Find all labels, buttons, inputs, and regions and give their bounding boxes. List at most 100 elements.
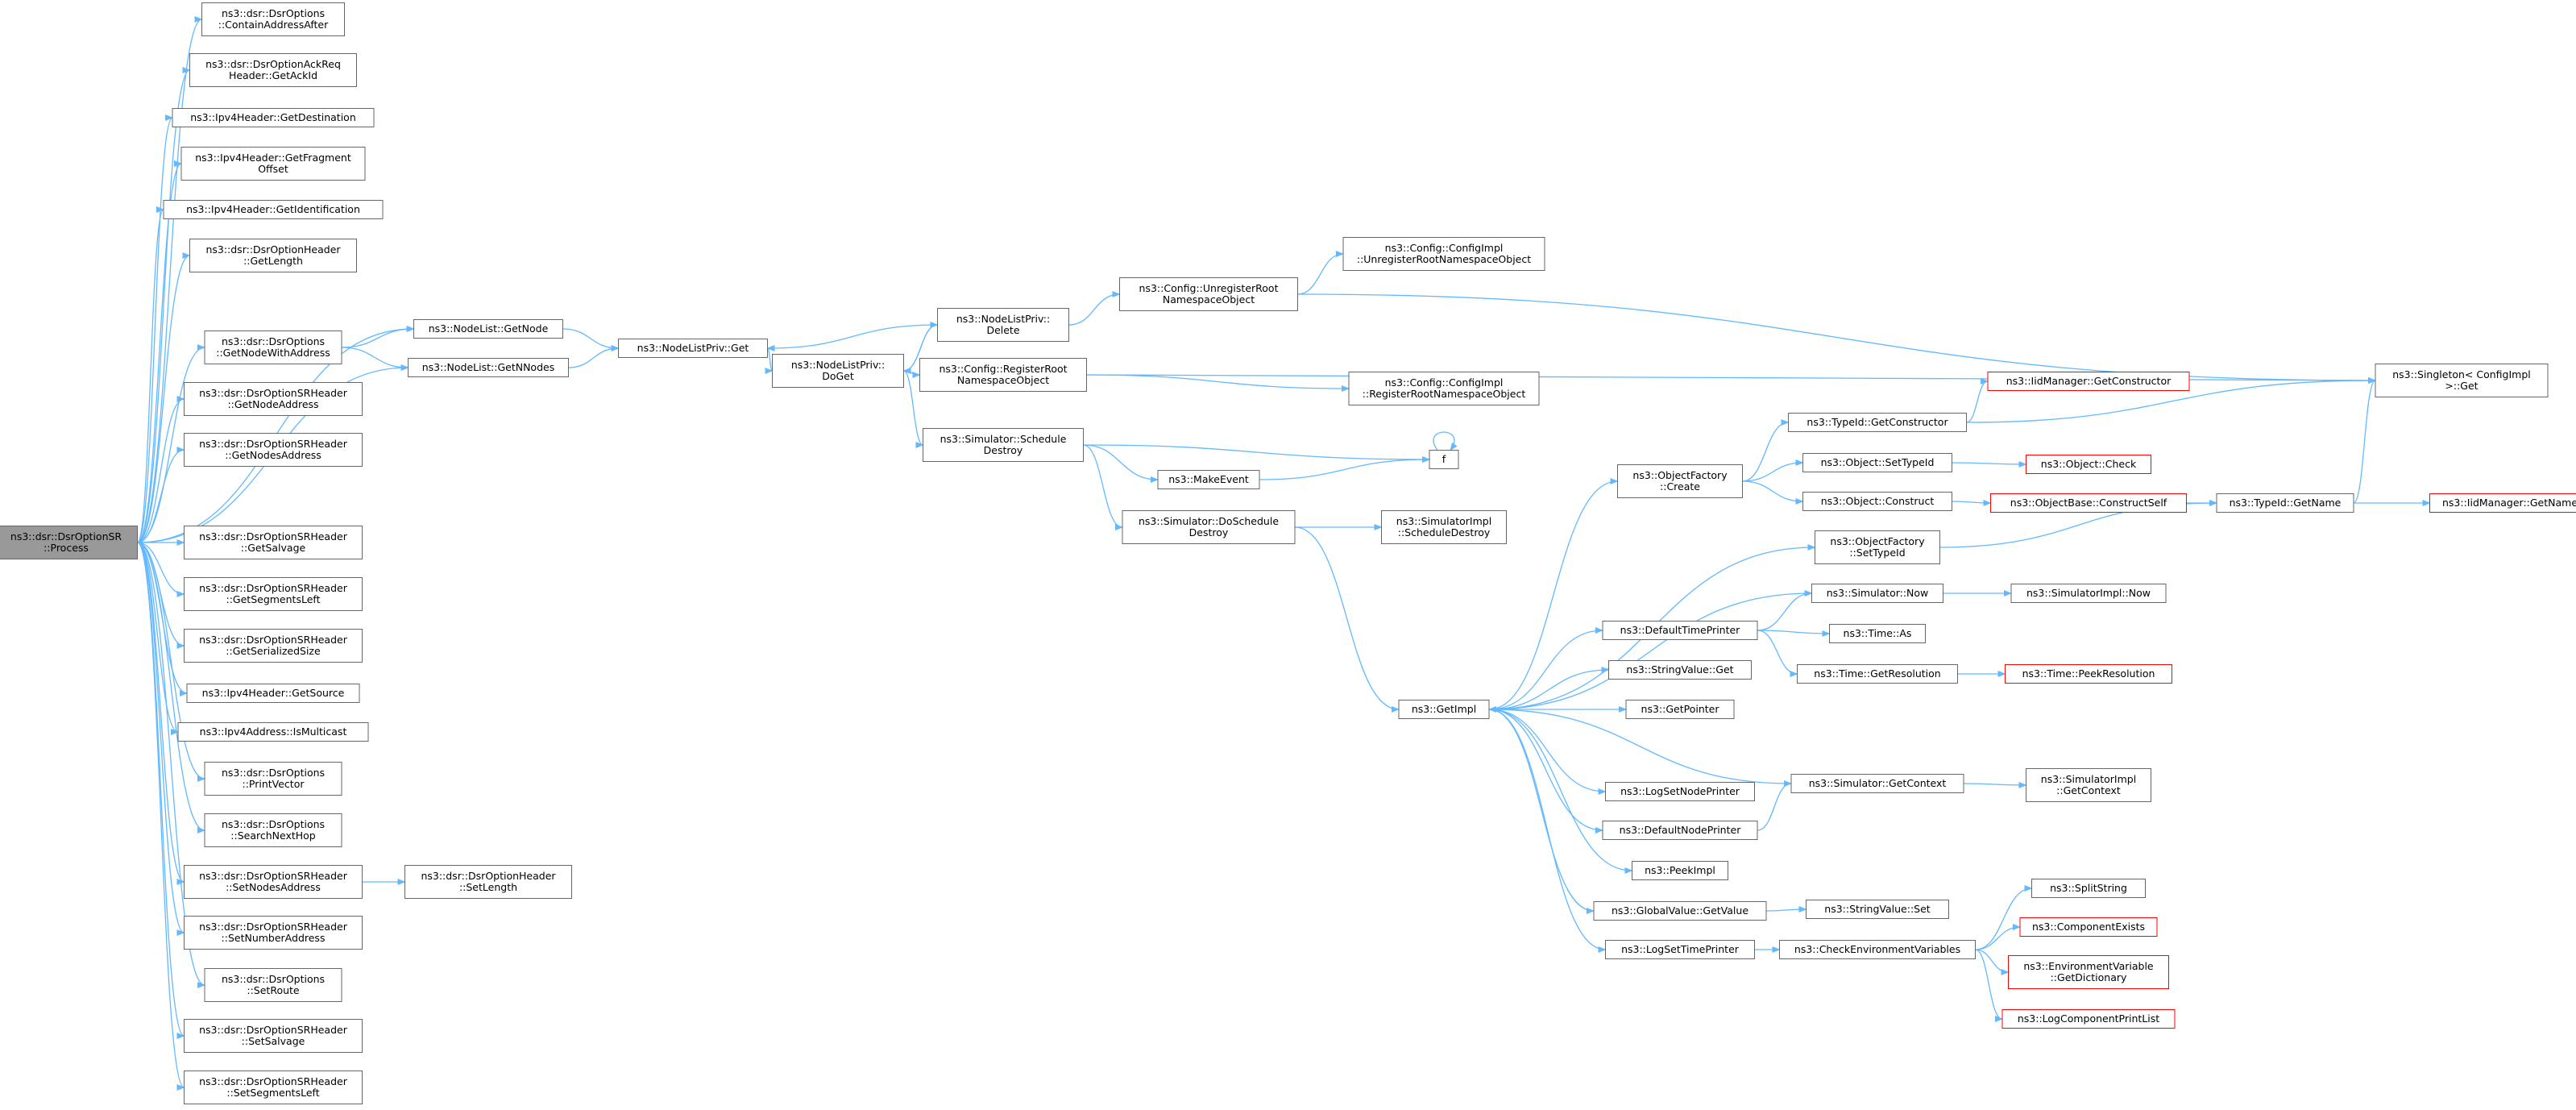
node-box[interactable] <box>177 722 369 742</box>
node-checkEnvironmentVariables[interactable]: ns3::CheckEnvironmentVariables <box>1779 940 1976 959</box>
node-box[interactable] <box>1811 584 1943 603</box>
node-box[interactable] <box>163 200 384 219</box>
node-objectFactorySetTypeId[interactable]: ns3::ObjectFactory::SetTypeId <box>1815 530 1940 564</box>
node-isMulticast[interactable]: ns3::Ipv4Address::IsMulticast <box>177 722 369 742</box>
node-iidManagerGetConstructor[interactable]: ns3::IidManager::GetConstructor <box>1987 372 2190 391</box>
node-box[interactable] <box>180 147 366 181</box>
node-box[interactable] <box>1348 372 1540 405</box>
node-box[interactable] <box>1398 700 1490 719</box>
node-getNodeWithAddress[interactable]: ns3::dsr::DsrOptions::GetNodeWithAddress <box>204 331 342 364</box>
node-box[interactable] <box>1790 774 1964 793</box>
node-simulatorNow[interactable]: ns3::Simulator::Now <box>1811 584 1943 603</box>
node-box[interactable] <box>189 53 357 87</box>
node-box[interactable] <box>1605 940 1755 959</box>
node-setNumberAddress[interactable]: ns3::dsr::DsrOptionSRHeader::SetNumberAd… <box>184 916 363 950</box>
node-setLength[interactable]: ns3::dsr::DsrOptionHeader::SetLength <box>404 865 572 899</box>
node-getNodeAddress[interactable]: ns3::dsr::DsrOptionSRHeader::GetNodeAddr… <box>184 382 363 416</box>
node-simulatorImplGetContext[interactable]: ns3::SimulatorImpl::GetContext <box>2026 768 2151 802</box>
node-box[interactable] <box>919 358 1087 392</box>
node-timePeekResolution[interactable]: ns3::Time::PeekResolution <box>2005 664 2172 684</box>
node-makeEvent[interactable]: ns3::MakeEvent <box>1157 470 1260 489</box>
node-box[interactable] <box>1829 624 1926 643</box>
node-box[interactable] <box>184 577 363 611</box>
node-logSetTimePrinter[interactable]: ns3::LogSetTimePrinter <box>1605 940 1755 959</box>
node-setRoute[interactable]: ns3::dsr::DsrOptions::SetRoute <box>204 968 342 1002</box>
node-box[interactable] <box>2375 364 2549 397</box>
node-box[interactable] <box>1815 530 1940 564</box>
node-box[interactable] <box>1157 470 1260 489</box>
node-getPointer[interactable]: ns3::GetPointer <box>1625 700 1735 719</box>
node-box[interactable] <box>189 239 357 272</box>
node-box[interactable] <box>184 526 363 559</box>
node-simulatorScheduleDestroy[interactable]: ns3::Simulator::ScheduleDestroy <box>923 428 1084 462</box>
node-box[interactable] <box>618 339 768 358</box>
node-simulatorImplNow[interactable]: ns3::SimulatorImpl::Now <box>2010 584 2167 603</box>
node-box[interactable] <box>1990 493 2187 513</box>
node-getNodesAddress[interactable]: ns3::dsr::DsrOptionSRHeader::GetNodesAdd… <box>184 433 363 467</box>
node-box[interactable] <box>204 762 342 796</box>
node-box[interactable] <box>2429 493 2576 513</box>
node-box[interactable] <box>2005 664 2172 684</box>
node-nodeListGetNode[interactable]: ns3::NodeList::GetNode <box>413 319 563 339</box>
node-singletonGet[interactable]: ns3::Singleton< ConfigImpl >::Get <box>2375 364 2549 397</box>
node-configRegisterRoot[interactable]: ns3::Config::RegisterRootNamespaceObject <box>919 358 1087 392</box>
node-box[interactable] <box>2031 879 2146 898</box>
node-box[interactable] <box>1625 700 1735 719</box>
node-setSegmentsLeft[interactable]: ns3::dsr::DsrOptionSRHeader::SetSegments… <box>184 1071 363 1104</box>
node-box[interactable] <box>1987 372 2190 391</box>
node-box[interactable] <box>1429 450 1459 469</box>
node-box[interactable] <box>404 865 572 899</box>
node-box[interactable] <box>204 968 342 1002</box>
node-iidManagerGetName[interactable]: ns3::IidManager::GetName <box>2429 493 2576 513</box>
node-box[interactable] <box>184 1071 363 1104</box>
node-defaultTimePrinter[interactable]: ns3::DefaultTimePrinter <box>1602 621 1758 640</box>
node-getIdentification[interactable]: ns3::Ipv4Header::GetIdentification <box>163 200 384 219</box>
node-environmentVariableGetDictionary[interactable]: ns3::EnvironmentVariable::GetDictionary <box>2008 955 2169 989</box>
node-box[interactable] <box>1632 861 1728 880</box>
node-getLength[interactable]: ns3::dsr::DsrOptionHeader::GetLength <box>189 239 357 272</box>
node-configImplUnregister[interactable]: ns3::Config::ConfigImpl::UnregisterRootN… <box>1342 237 1545 271</box>
node-box[interactable] <box>1779 940 1976 959</box>
node-printVector[interactable]: ns3::dsr::DsrOptions::PrintVector <box>204 762 342 796</box>
node-defaultNodePrinter[interactable]: ns3::DefaultNodePrinter <box>1602 821 1758 840</box>
node-box[interactable] <box>186 684 360 703</box>
node-timeGetResolution[interactable]: ns3::Time::GetResolution <box>1797 664 1958 684</box>
node-typeIdGetName[interactable]: ns3::TypeId::GetName <box>2216 493 2354 513</box>
node-nodeListPrivDoGet[interactable]: ns3::NodeListPriv::DoGet <box>772 354 904 388</box>
node-getImpl[interactable]: ns3::GetImpl <box>1398 700 1490 719</box>
node-box[interactable] <box>184 916 363 950</box>
node-logComponentPrintList[interactable]: ns3::LogComponentPrintList <box>2001 1009 2176 1029</box>
node-box[interactable] <box>1797 664 1958 684</box>
node-box[interactable] <box>1802 492 1952 511</box>
node-objectCheck[interactable]: ns3::Object::Check <box>2026 455 2151 474</box>
node-box[interactable] <box>1593 901 1767 921</box>
node-configImplRegister[interactable]: ns3::Config::ConfigImpl::RegisterRootNam… <box>1348 372 1540 405</box>
node-typeIdGetConstructor[interactable]: ns3::TypeId::GetConstructor <box>1788 413 1967 432</box>
node-getSource[interactable]: ns3::Ipv4Header::GetSource <box>186 684 360 703</box>
node-box[interactable] <box>2010 584 2167 603</box>
node-simulatorGetContext[interactable]: ns3::Simulator::GetContext <box>1790 774 1964 793</box>
node-box[interactable] <box>201 2 345 36</box>
node-box[interactable] <box>184 865 363 899</box>
node-box[interactable] <box>923 428 1084 462</box>
node-box[interactable] <box>1122 510 1296 544</box>
node-box[interactable] <box>2216 493 2354 513</box>
node-box[interactable] <box>1605 782 1755 801</box>
node-componentExists[interactable]: ns3::ComponentExists <box>2019 917 2158 937</box>
node-simulatorImplScheduleDestroy[interactable]: ns3::SimulatorImpl::ScheduleDestroy <box>1381 510 1507 544</box>
node-box[interactable] <box>937 308 1069 342</box>
node-box[interactable] <box>184 1019 363 1053</box>
node-box[interactable] <box>184 629 363 663</box>
node-searchNextHop[interactable]: ns3::dsr::DsrOptions::SearchNextHop <box>204 813 342 847</box>
node-getDestination[interactable]: ns3::Ipv4Header::GetDestination <box>172 108 375 127</box>
node-box[interactable] <box>1602 821 1758 840</box>
node-objectFactoryCreate[interactable]: ns3::ObjectFactory::Create <box>1617 464 1743 498</box>
node-stringValueGet[interactable]: ns3::StringValue::Get <box>1608 660 1752 680</box>
node-box[interactable] <box>2008 955 2169 989</box>
node-process[interactable]: ns3::dsr::DsrOptionSR::Process <box>0 526 138 559</box>
node-box[interactable] <box>1342 237 1545 271</box>
node-globalValueGetValue[interactable]: ns3::GlobalValue::GetValue <box>1593 901 1767 921</box>
node-box[interactable] <box>2001 1009 2176 1029</box>
